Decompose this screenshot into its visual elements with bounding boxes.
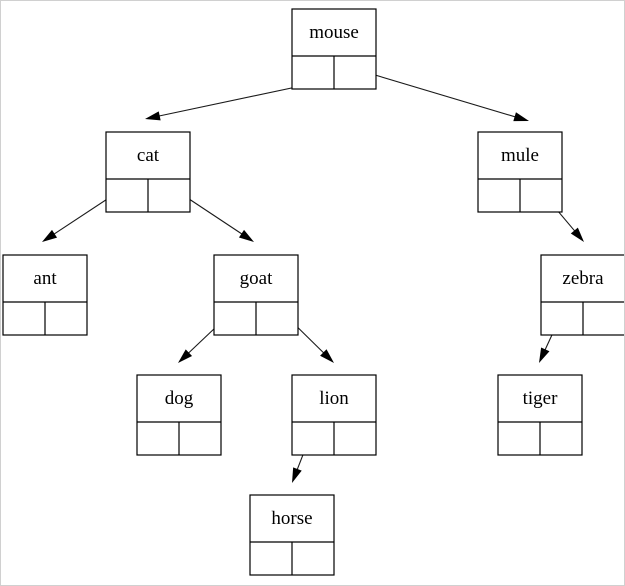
edge-arrowhead-icon (42, 229, 58, 242)
node-label-ant: ant (33, 268, 57, 289)
node-label-goat: goat (240, 268, 273, 289)
edge-arrowhead-icon (292, 467, 302, 483)
edge-line (354, 68, 518, 119)
nodes-layer: mouse cat mule ant goat zebra dog lion tiger hors… (2, 8, 624, 576)
node-label-lion: lion (319, 388, 349, 409)
node-label-zebra: zebra (562, 268, 604, 289)
tree-node-zebra[interactable]: zebra (540, 254, 624, 336)
node-label-cat: cat (137, 145, 160, 166)
edge-arrowhead-icon (513, 112, 529, 122)
tree-node-lion[interactable]: lion (291, 374, 377, 456)
node-label-mule: mule (501, 145, 539, 166)
tree-node-horse[interactable]: horse (249, 494, 335, 576)
node-label-mouse: mouse (309, 22, 359, 43)
edge-arrowhead-icon (570, 227, 584, 242)
edge-arrowhead-icon (238, 229, 254, 242)
edge-arrowhead-icon (178, 349, 193, 363)
edge-arrowhead-icon (320, 349, 334, 363)
tree-node-goat[interactable]: goat (213, 254, 299, 336)
tree-node-mule[interactable]: mule (477, 131, 563, 213)
edge-arrowhead-icon (145, 111, 161, 121)
tree-node-mouse[interactable]: mouse (291, 8, 377, 90)
node-label-horse: horse (271, 508, 312, 529)
tree-edge-mouse-to-mule (354, 68, 529, 122)
node-label-dog: dog (165, 388, 194, 409)
tree-node-ant[interactable]: ant (2, 254, 88, 336)
tree-node-dog[interactable]: dog (136, 374, 222, 456)
edge-arrowhead-icon (539, 347, 550, 363)
tree-node-tiger[interactable]: tiger (497, 374, 583, 456)
tree-node-cat[interactable]: cat (105, 131, 191, 213)
node-label-tiger: tiger (523, 388, 558, 409)
